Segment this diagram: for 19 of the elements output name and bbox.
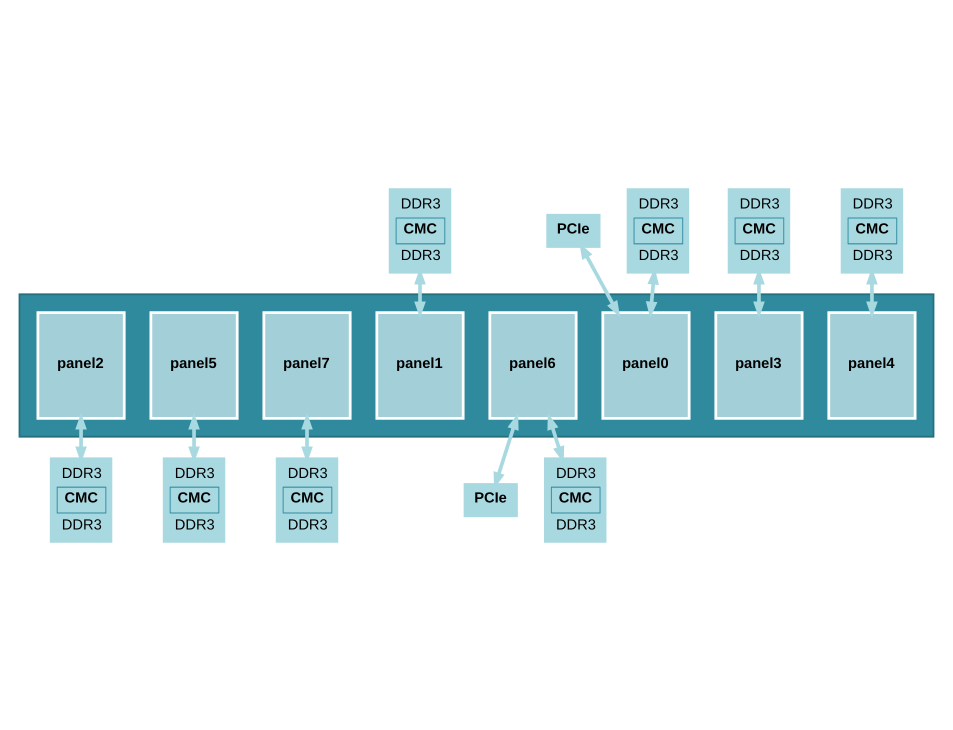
- node-box: PCIe: [464, 482, 518, 517]
- node-box: DDR3 CMC DDR3: [626, 188, 690, 274]
- node-box: panel2: [36, 310, 126, 420]
- node-box: DDR3 CMC DDR3: [50, 456, 112, 542]
- node-box: panel4: [827, 310, 916, 420]
- cluster: [18, 292, 934, 438]
- node-box: panel1: [375, 310, 465, 420]
- node-box: DDR3 CMC DDR3: [840, 188, 904, 274]
- node-box: DDR3 CMC DDR3: [276, 456, 338, 542]
- node-box: DDR3 CMC DDR3: [388, 188, 452, 274]
- node-box: panel0: [601, 310, 691, 420]
- node-box: panel6: [488, 310, 578, 420]
- node-box: panel3: [714, 310, 804, 420]
- node-box: DDR3 CMC DDR3: [544, 456, 606, 542]
- node-box: DDR3 CMC DDR3: [162, 456, 226, 542]
- node-box: panel7: [262, 310, 352, 420]
- node-box: DDR3 CMC DDR3: [728, 188, 790, 274]
- node-box: panel5: [149, 310, 239, 420]
- node-box: PCIe: [546, 213, 600, 248]
